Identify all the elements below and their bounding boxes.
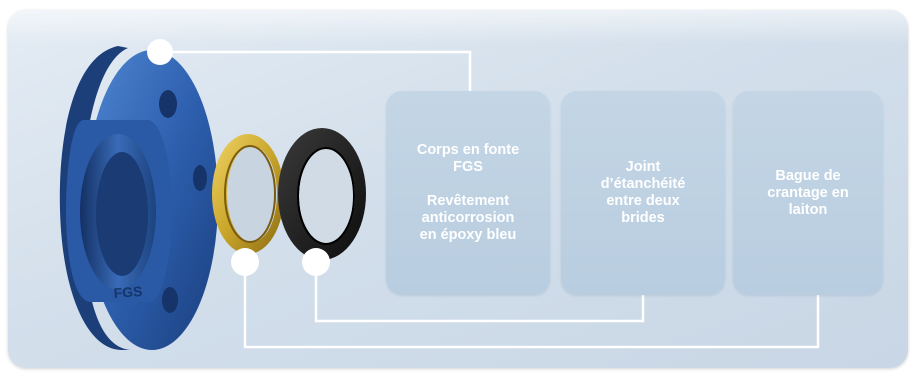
brass-ring	[212, 134, 284, 254]
connector-corps	[160, 50, 472, 91]
joint-line-1: Joint	[625, 159, 661, 175]
bolt-hole-bottom	[162, 287, 178, 313]
bague-line-2: crantage en	[767, 184, 849, 201]
corps-line-1: Corps en fonte	[416, 142, 520, 158]
rubber-gasket	[278, 128, 366, 260]
flange-logo: FGS	[113, 283, 143, 301]
corps-line-4: anticorrosion	[421, 210, 515, 226]
connector-joint	[314, 262, 645, 323]
corps-line-5: en époxy bleu	[419, 227, 517, 243]
bolt-hole-mid	[193, 165, 207, 191]
joint-line-3: entre deux	[606, 193, 680, 209]
joint-line-4: brides	[621, 210, 665, 226]
callout-dots	[147, 39, 330, 276]
flange-body: FGS	[59, 46, 218, 350]
corps-line-2: FGS	[453, 159, 483, 175]
bague-line-1: Bague de	[775, 167, 841, 184]
callout-dot-corps	[147, 39, 173, 65]
flange-bore-inner	[96, 152, 148, 276]
callout-box-bague: Bague de crantage en laiton	[733, 91, 883, 295]
panel-highlight	[8, 10, 908, 44]
joint-line-2: d’étanchéité	[600, 176, 686, 192]
bague-line-3: laiton	[788, 201, 828, 218]
connector-bague	[243, 262, 820, 349]
callout-box-joint: Joint d’étanchéité entre deux brides	[561, 91, 725, 295]
callout-box-corps: Corps en fonte FGS Revêtement anticorros…	[386, 91, 550, 295]
connector-lines	[160, 50, 820, 349]
corps-line-3: Revêtement	[426, 193, 510, 209]
callout-dot-bague	[231, 248, 259, 276]
bolt-hole-top	[159, 90, 177, 118]
callout-dot-joint	[302, 248, 330, 276]
